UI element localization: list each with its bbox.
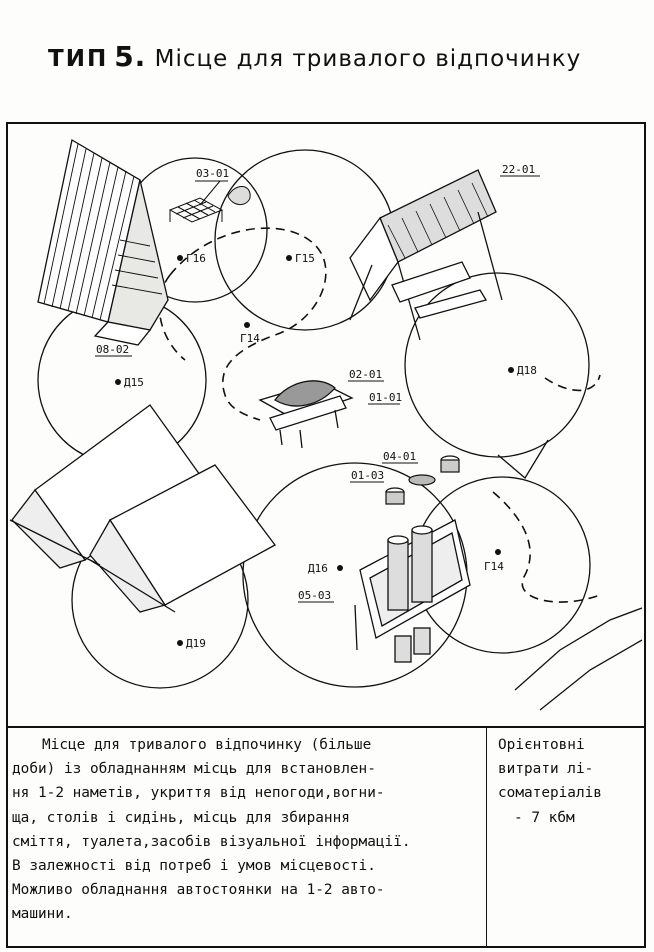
- frame-mid-rule: [6, 726, 646, 728]
- description-line: сміття, туалета,засобів візуальної інфор…: [12, 833, 411, 850]
- frame-left-edge: [6, 122, 8, 948]
- label-0103: 01-03: [351, 469, 384, 482]
- leader-0301-drop: [199, 180, 221, 206]
- covered-table-shelter: [349, 169, 503, 341]
- label-d16: Д16: [308, 562, 328, 575]
- material-cost-note: Орієнтовні витрати лі- соматеріалів - 7 …: [490, 733, 654, 830]
- site-plan-drawing: 03-01 22-01 Г16 Г15 Г14 08-02 Д15 Д18 02…: [9, 138, 643, 711]
- label-0301: 03-01: [196, 167, 229, 180]
- picnic-table-benches: [258, 380, 354, 449]
- marker-g14a: [244, 322, 250, 328]
- description-line: ща, столів і сидінь, місць для збирання: [12, 809, 350, 826]
- frame-bottom-rule: [6, 946, 646, 948]
- description-line: ня 1-2 наметів, укриття від непогоди,вог…: [12, 785, 385, 802]
- label-g15: Г15: [295, 252, 315, 265]
- cost-line: витрати лі-: [498, 761, 594, 778]
- description-text: Місце для тривалого відпочинку (більше д…: [12, 733, 484, 927]
- label-g16: Г16: [186, 252, 206, 265]
- label-0802: 08-02: [96, 343, 129, 356]
- dashed-path-right: [544, 374, 601, 392]
- cost-line: соматеріалів: [498, 785, 602, 802]
- waste-bins: [385, 455, 460, 505]
- description-line: машини.: [12, 906, 73, 923]
- terrain-line-b: [539, 639, 643, 711]
- label-0503: 05-03: [298, 589, 331, 602]
- title-type: ТИП: [48, 46, 109, 72]
- marker-d15: [115, 379, 121, 385]
- dashed-path-left: [158, 274, 186, 361]
- zone-circle-d18: [404, 272, 590, 458]
- label-0401: 04-01: [383, 450, 416, 463]
- title-number: 5.: [114, 40, 147, 73]
- dashed-path-centre: [169, 227, 327, 421]
- marker-g14b: [495, 549, 501, 555]
- marker-d19: [177, 640, 183, 646]
- description-line: доби) із обладнанням місць для встановле…: [12, 761, 376, 778]
- title-text: Місце для тривалого відпочинку: [154, 46, 582, 72]
- label-d19: Д19: [186, 637, 206, 650]
- frame-right-edge: [644, 122, 646, 948]
- marker-g16: [177, 255, 183, 261]
- wedge-mark-d18: [497, 439, 549, 479]
- frame-top-rule: [6, 122, 646, 124]
- description-line: Місце для тривалого відпочинку (більше: [42, 737, 372, 753]
- terrain-line-a: [514, 607, 643, 691]
- label-d15: Д15: [124, 376, 144, 389]
- label-2201: 22-01: [502, 163, 535, 176]
- cost-line: Орієнтовні: [498, 737, 585, 753]
- label-0101: 01-01: [369, 391, 402, 404]
- label-0201: 02-01: [349, 368, 382, 381]
- description-line: В залежності від потреб і умов місцевост…: [12, 858, 376, 875]
- a-frame-shelter: [37, 138, 169, 346]
- label-g14b: Г14: [484, 560, 504, 573]
- fire-grill: [168, 186, 251, 223]
- dashed-path-lower: [492, 491, 601, 603]
- marker-g15: [286, 255, 292, 261]
- label-g14a: Г14: [240, 332, 260, 345]
- column-divider: [486, 726, 487, 946]
- description-line: Можливо обладнання автостоянки на 1-2 ав…: [12, 882, 385, 899]
- label-d18: Д18: [517, 364, 537, 377]
- info-board: [354, 519, 471, 663]
- marker-d16: [337, 565, 343, 571]
- marker-d18: [508, 367, 514, 373]
- tents: [9, 404, 276, 613]
- cost-line: - 7 кбм: [514, 809, 575, 826]
